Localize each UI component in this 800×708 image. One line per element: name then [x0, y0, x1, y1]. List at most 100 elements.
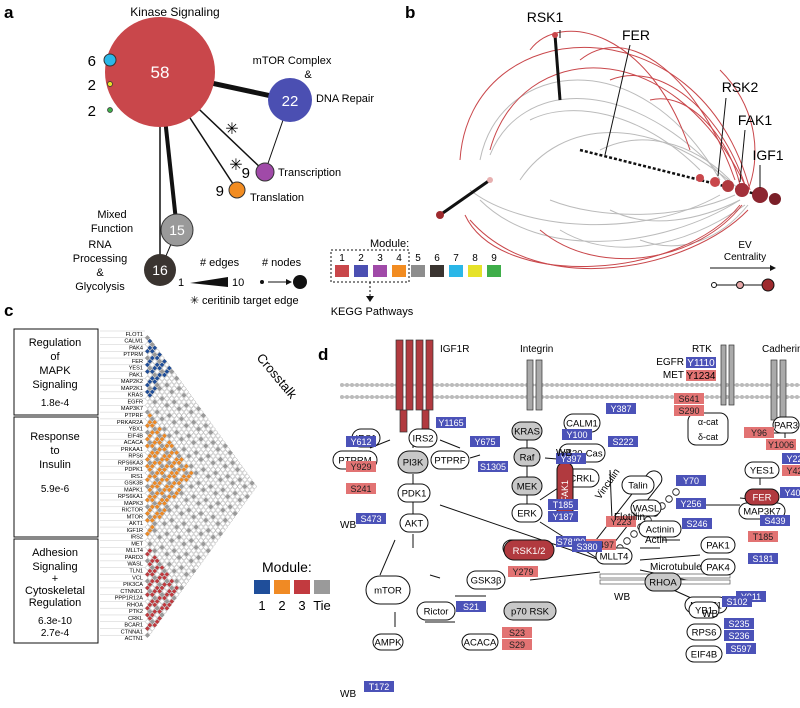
matrix-cell: [147, 487, 153, 493]
matrix-cell: [176, 453, 182, 459]
matrix-cell: [147, 629, 153, 635]
matrix-cell: [156, 588, 163, 594]
matrix-cell: [188, 510, 194, 517]
site-text-s290: S290: [678, 406, 699, 416]
matrix-cell: [169, 598, 175, 605]
matrix-cell: [159, 477, 165, 483]
module-number: 9: [491, 253, 497, 264]
protein-node-talin: [621, 475, 655, 495]
matrix-cell: [169, 477, 175, 483]
matrix-cell: [144, 382, 151, 388]
matrix-cell: [215, 527, 221, 534]
node-title: Mixed: [97, 209, 126, 221]
matrix-cell: [220, 494, 226, 500]
gene-label: PRKAR2A: [117, 420, 143, 426]
matrix-cell: [154, 592, 160, 598]
matrix-cell: [169, 429, 175, 436]
matrix-cell: [191, 554, 197, 561]
legend-1: 1: [178, 277, 184, 289]
matrix-cell: [181, 548, 187, 554]
protein-label-gsk3b: GSK3β: [471, 576, 502, 587]
module-swatch: [468, 265, 482, 277]
matrix-cell: [164, 423, 170, 429]
matrix-cell: [154, 517, 160, 523]
matrix-cell: [181, 521, 187, 527]
matrix-cell: [159, 585, 165, 591]
matrix-cell: [159, 565, 165, 571]
membrane-bead: [375, 395, 379, 399]
matrix-cell: [147, 446, 153, 452]
matrix-cell: [234, 466, 241, 473]
site-text-s1305: S1305: [480, 462, 506, 472]
network-arcs: [459, 30, 756, 270]
matrix-cell: [174, 544, 180, 550]
cadherin-receptor: [770, 359, 778, 421]
matrix-cell: [234, 473, 241, 479]
site-text-t172: T172: [369, 682, 390, 692]
matrix-cell: [186, 453, 192, 459]
matrix-cell: [154, 598, 160, 605]
node-label: 16: [152, 262, 168, 278]
matrix-cell: [152, 460, 158, 466]
matrix-cell: [178, 524, 185, 530]
matrix-cell: [144, 517, 151, 523]
node-title: mTOR Complex: [253, 55, 332, 67]
matrix-cell: [212, 443, 219, 449]
matrix-cell: [186, 446, 192, 452]
membrane-bead: [560, 395, 564, 399]
matrix-cell: [186, 554, 192, 561]
matrix-cell: [193, 477, 199, 483]
matrix-cell: [227, 463, 233, 469]
igf1r-receptor: [405, 339, 414, 411]
matrix-cell: [161, 385, 168, 392]
matrix-cell: [169, 497, 175, 503]
matrix-cell: [154, 605, 160, 611]
matrix-cell: [144, 524, 151, 530]
matrix-cell: [171, 487, 177, 493]
matrix-cell: [147, 527, 153, 534]
matrix-cell: [217, 456, 224, 463]
matrix-cell: [183, 436, 189, 442]
site-text-s236: S236: [728, 631, 749, 641]
ceritinib-star: ✳: [229, 157, 242, 174]
matrix-cell: [161, 412, 168, 419]
matrix-cell: [144, 632, 151, 638]
matrix-cell: [144, 578, 151, 584]
membrane-bead: [585, 383, 589, 387]
protein-label-eif4b: EIF4B: [691, 650, 717, 661]
integrin-receptor: [535, 359, 543, 411]
matrix-cell: [147, 460, 153, 466]
matrix-cell: [186, 494, 192, 500]
matrix-cell: [222, 450, 228, 456]
matrix-cell: [149, 598, 155, 605]
matrix-cell: [166, 419, 172, 425]
matrix-cell: [183, 477, 189, 483]
gene-label: PTK2: [129, 609, 143, 615]
wb-label: WB: [614, 592, 630, 603]
matrix-cell: [149, 544, 155, 550]
network-spoke: [579, 148, 781, 202]
matrix-cell: [147, 568, 153, 574]
module-swatch: [411, 265, 425, 277]
matrix-cell: [147, 439, 153, 446]
matrix-cell: [171, 466, 177, 473]
actin-label: Actin: [645, 535, 667, 546]
protein-label-pdk1: PDK1: [402, 489, 427, 500]
matrix-cell: [183, 565, 189, 571]
matrix-cell: [229, 460, 236, 466]
matrix-cell: [147, 453, 153, 459]
node-title: Processing: [73, 253, 127, 265]
matrix-cell: [210, 534, 216, 540]
site-badge-y929: [346, 461, 376, 472]
membrane-bead: [790, 383, 794, 387]
matrix-cell: [217, 477, 224, 483]
matrix-cell: [176, 406, 182, 412]
matrix-cell: [174, 551, 180, 557]
matrix-cell: [169, 382, 175, 388]
matrix-cell: [176, 446, 182, 452]
matrix-cell: [208, 544, 214, 550]
matrix-cell: [149, 524, 155, 530]
membrane-bead: [625, 383, 629, 387]
matrix-cell: [200, 548, 207, 554]
matrix-cell: [195, 500, 202, 507]
